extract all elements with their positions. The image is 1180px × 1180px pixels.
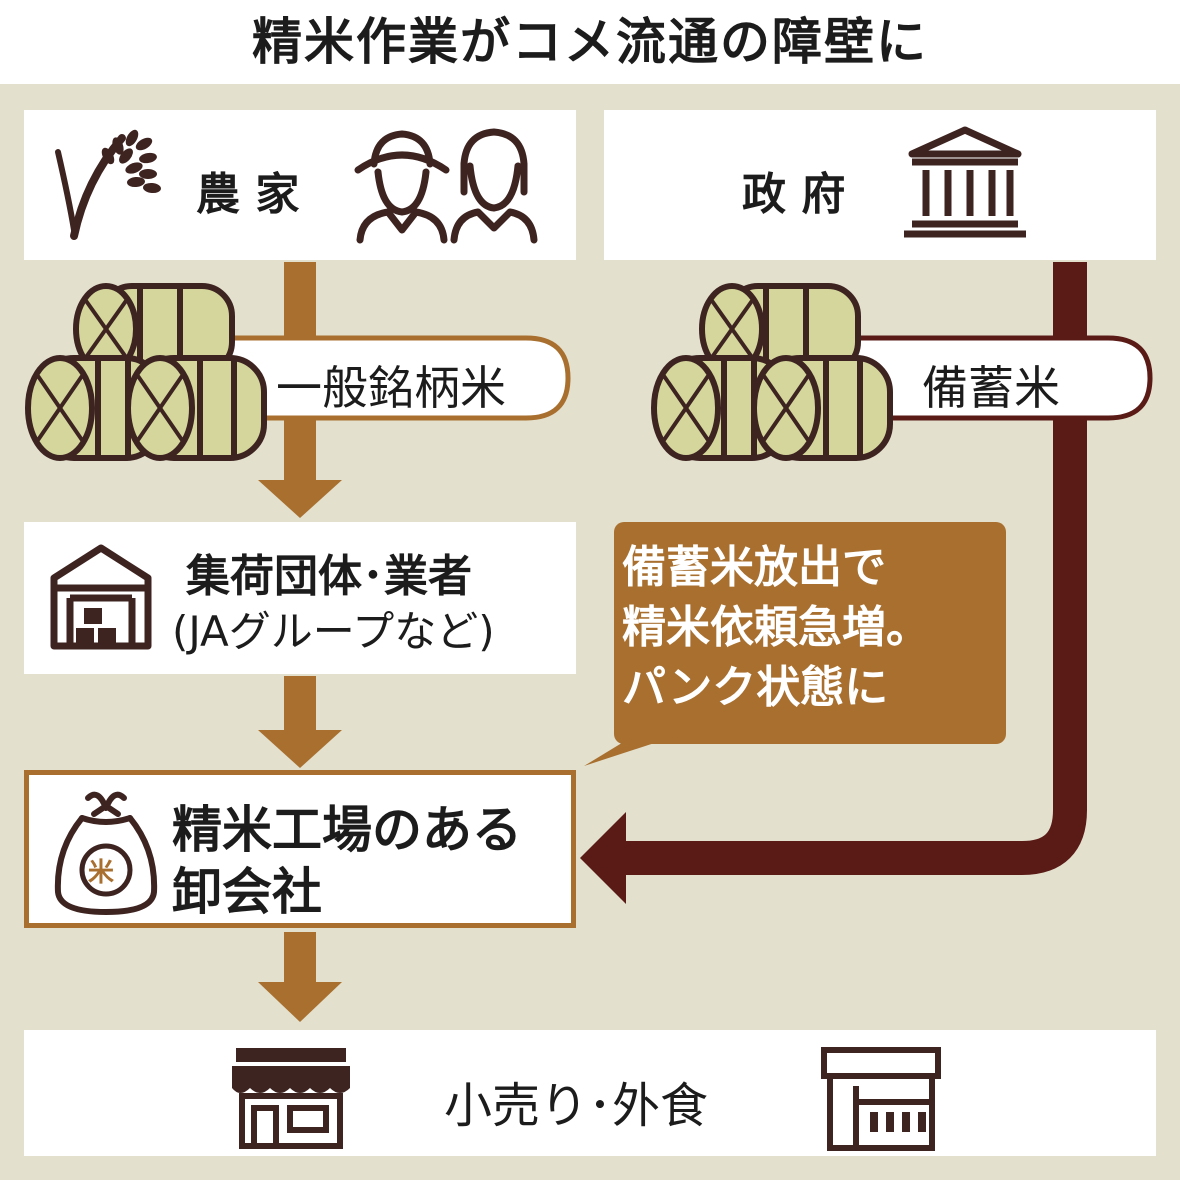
callout-bubble [584,522,1006,766]
store-icon [232,1048,350,1149]
reserve-rice-pill [846,335,1153,421]
farmer-label: 農 家 [196,169,300,220]
wholesaler-label-line2: 卸会社 [172,863,322,921]
callout-line2: 精米依頼急増。 [622,602,930,653]
reserve-rice-label: 備蓄米 [922,361,1060,415]
rice-bag-mark: 米 [88,858,115,888]
government-box [604,110,1156,260]
arrow-collector-to-wholesaler-shaft [284,676,316,732]
rice-bales-icon [651,283,893,461]
callout-line1: 備蓄米放出で [622,542,886,593]
arrow-government-to-wholesaler [620,262,1087,875]
retail-box [24,1030,1156,1156]
rice-stalk-icon [55,129,161,240]
arrow-farmer-to-collector-head [258,480,342,518]
retail-label: 小売り･外食 [444,1078,709,1134]
rice-bales-icon [25,283,267,461]
rice-bag-icon [54,791,158,915]
collector-label-line1: 集荷団体･業者 [186,551,472,602]
general-rice-pill [222,335,571,421]
collector-label-line2: (JAグループなど) [172,607,495,656]
callout-text: 備蓄米放出で 精米依頼急増。 パンク状態に [622,538,1002,718]
wholesaler-label-line1: 精米工場のある [172,801,522,859]
restaurant-icon [821,1047,941,1151]
arrow-wholesaler-to-retail-shaft [284,932,316,984]
warehouse-icon [50,544,152,650]
arrow-government-to-wholesaler-head [580,812,626,904]
farmers-icon [354,128,538,244]
callout-line3: パンク状態に [622,662,889,713]
general-rice-label: 一般銘柄米 [276,361,506,415]
government-building-icon [904,126,1026,238]
government-label: 政 府 [742,169,846,220]
diagram-title: 精米作業がコメ流通の障壁に [0,0,1180,84]
arrow-collector-to-wholesaler-head [258,730,342,768]
arrow-wholesaler-to-retail-head [258,982,342,1022]
